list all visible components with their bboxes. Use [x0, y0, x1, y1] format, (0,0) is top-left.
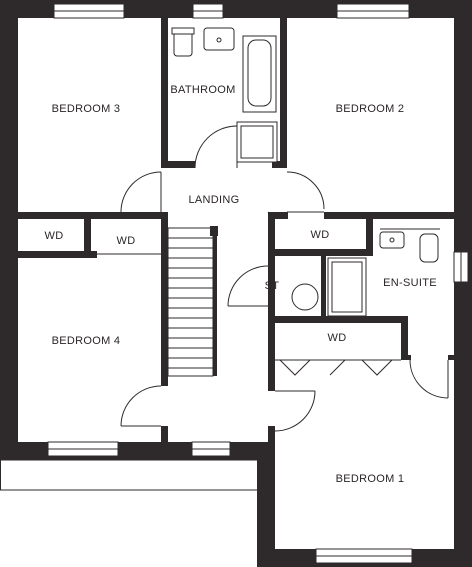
label-bedroom3: BEDROOM 3 — [52, 103, 121, 115]
label-bedroom4: BEDROOM 4 — [52, 335, 121, 347]
label-wd-right: WD — [311, 229, 330, 241]
boiler-icon — [291, 283, 319, 311]
wardrobe-lines — [18, 228, 440, 376]
label-wd-mid: WD — [117, 235, 136, 247]
label-landing: LANDING — [189, 194, 240, 206]
internal-walls — [18, 18, 454, 446]
label-bedroom1: BEDROOM 1 — [336, 473, 405, 485]
label-st: ST — [265, 280, 280, 292]
door-swings — [120, 125, 449, 432]
ensuite-fixtures — [327, 231, 439, 317]
label-bedroom2: BEDROOM 2 — [336, 103, 405, 115]
windows — [47, 3, 469, 564]
label-ensuite: EN-SUITE — [383, 277, 437, 289]
staircase — [167, 226, 218, 377]
room-labels: BEDROOM 3 BATHROOM BEDROOM 2 LANDING WD … — [45, 84, 437, 485]
ground-outline — [0, 459, 258, 491]
label-bathroom: BATHROOM — [170, 84, 235, 96]
label-wd-left: WD — [45, 230, 64, 242]
label-wd-bedroom1: WD — [328, 332, 347, 344]
bathroom-fixtures — [171, 27, 278, 163]
